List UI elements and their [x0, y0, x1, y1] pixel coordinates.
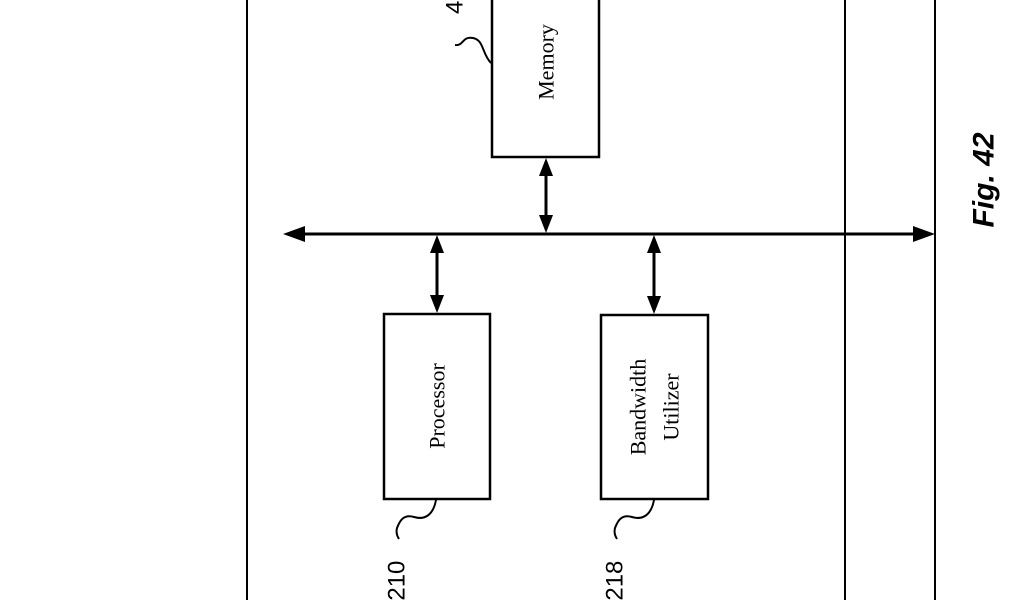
bandwidth-utilizer-label-line2: Utilizer [659, 373, 684, 441]
memory-connector-arrow-down-icon [539, 215, 553, 233]
processor-leader-line [395, 499, 437, 540]
processor-label: Processor [425, 363, 450, 449]
memory-label: Memory [534, 24, 559, 100]
bandwidth-utilizer-leader-line [613, 499, 655, 540]
bandwidth-utilizer-box [599, 313, 710, 501]
bus-arrow-left-icon [283, 226, 305, 242]
bus-arrow-right-icon [913, 226, 935, 242]
processor-block: Processor 4210 [382, 312, 492, 600]
processor-box [382, 312, 492, 501]
bandwidth-utilizer-block: Bandwidth Utilizer 4218 [599, 313, 710, 600]
memory-leader-line [454, 36, 492, 64]
figure-label: Fig. 42 [968, 132, 1001, 227]
memory-box [490, 0, 601, 159]
bandwidth-utilizer-label-line1: Bandwidth [626, 359, 651, 456]
system-bus [283, 226, 935, 242]
processor-connector-arrow-down-icon [430, 295, 444, 313]
bandwidth-utilizer-connector-arrow-down-icon [647, 296, 661, 314]
processor-bus-connector [430, 235, 444, 313]
memory-ref-number: 4 [442, 1, 469, 14]
memory-block: Memory 4 [442, 0, 601, 159]
bandwidth-utilizer-connector-arrow-up-icon [647, 235, 661, 253]
bandwidth-utilizer-bus-connector [647, 235, 661, 314]
processor-ref-number: 4210 [384, 561, 411, 600]
memory-connector-arrow-up-icon [539, 158, 553, 176]
memory-bus-connector [539, 158, 553, 233]
processor-connector-arrow-up-icon [430, 235, 444, 253]
bandwidth-utilizer-ref-number: 4218 [602, 561, 629, 600]
